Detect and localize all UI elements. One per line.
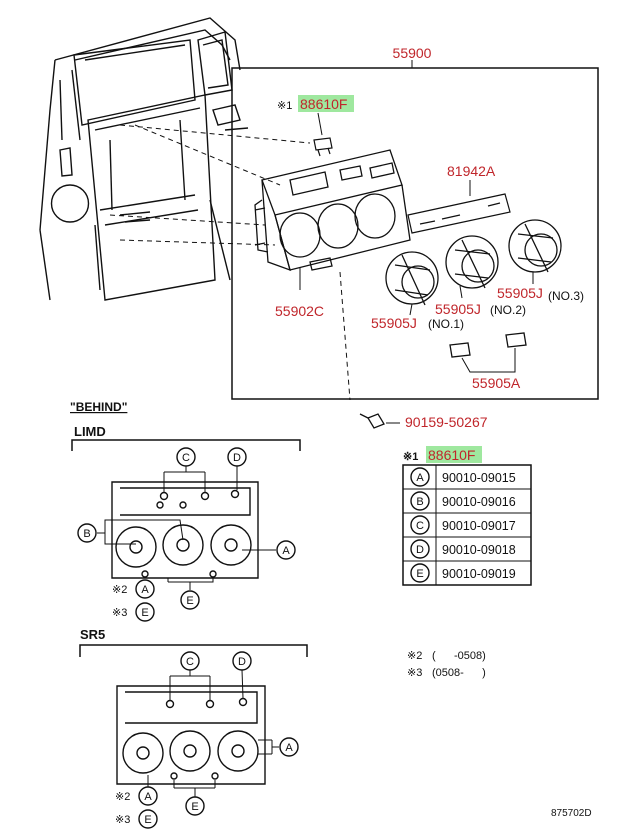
limd-marker-e3-letter: E (141, 607, 148, 619)
knob-no2-illustration (445, 235, 499, 289)
bulb-mark-top: ※1 (277, 100, 292, 112)
legend-text-2: ( -0508) (432, 650, 486, 662)
limd-marker-b: B (77, 523, 97, 543)
sr5-marker-e3: E (138, 809, 158, 829)
sr5-marker-c: C (180, 651, 200, 671)
limd-marker-e-letter: E (186, 595, 193, 607)
sr5-callouts (147, 669, 279, 797)
limd-marker-b-letter: B (83, 528, 90, 540)
sr5-footnote-3: ※3 (115, 814, 130, 826)
sr5-marker-e-letter: E (191, 801, 198, 813)
table-row-0-letter-letter: A (416, 472, 424, 484)
limd-footnote-3: ※3 (112, 607, 127, 619)
sr5-marker-d: D (232, 651, 252, 671)
limd-marker-a: A (276, 540, 296, 560)
knob-no2-part-number[interactable]: 55905J (435, 301, 481, 317)
sr5-marker-a: A (279, 737, 299, 757)
table-row-1-letter-letter: B (416, 496, 423, 508)
sr5-rear-panel (116, 685, 266, 785)
leader-lines-dash (109, 124, 351, 401)
dashboard-illustration (39, 17, 249, 301)
screw-icon (359, 413, 385, 429)
table-row-0-part[interactable]: 90010-09015 (442, 471, 516, 485)
knob-no2-note: (NO.2) (490, 303, 526, 317)
behind-heading: "BEHIND" (70, 400, 127, 414)
table-row-4-letter: E (410, 563, 430, 583)
sr5-marker-e: E (185, 796, 205, 816)
sr5-marker-d-letter: D (238, 656, 246, 668)
legend-mark-2: ※2 (407, 650, 422, 662)
highlight-88610f-top (298, 95, 354, 112)
knob-no1-illustration (385, 251, 439, 306)
sr5-marker-c-letter: C (186, 656, 194, 668)
limd-callouts (97, 466, 276, 590)
sr5-marker-a-letter: A (285, 742, 293, 754)
limd-marker-a-letter: A (282, 545, 290, 557)
limd-marker-c: C (176, 447, 196, 467)
button-knobs-illustration (449, 332, 527, 358)
table-row-1-part[interactable]: 90010-09016 (442, 495, 516, 509)
label-plate-illustration (407, 193, 511, 234)
bulb-table (402, 464, 532, 586)
limd-marker-d-letter: D (233, 452, 241, 464)
assembly-part-number[interactable]: 55900 (393, 45, 432, 61)
limd-rear-panel (111, 481, 259, 579)
sr5-marker-a2: A (138, 786, 158, 806)
knob-no1-note: (NO.1) (428, 317, 464, 331)
sr5-marker-a2-letter: A (144, 791, 152, 803)
table-row-0-letter: A (410, 467, 430, 487)
limd-footnote-2: ※2 (112, 584, 127, 596)
sr5-heading: SR5 (80, 627, 105, 642)
bulb-part-number-top[interactable]: 88610F (300, 96, 347, 112)
table-row-4-letter-letter: E (416, 568, 423, 580)
limd-marker-c-letter: C (182, 452, 190, 464)
table-row-3-part[interactable]: 90010-09018 (442, 543, 516, 557)
table-row-4-part[interactable]: 90010-09019 (442, 567, 516, 581)
bezel-part-number[interactable]: 55902C (275, 303, 324, 319)
limd-heading: LIMD (74, 424, 106, 439)
button-knobs-part-number[interactable]: 55905A (472, 375, 521, 391)
sr5-marker-e3-letter: E (144, 814, 151, 826)
control-panel-illustration (254, 149, 411, 272)
bulb-table-part-number[interactable]: 88610F (428, 447, 475, 463)
limd-marker-d: D (227, 447, 247, 467)
diagram-id: 875702D (551, 808, 592, 819)
table-row-1-letter: B (410, 491, 430, 511)
legend-text-3: (0508- ) (432, 667, 486, 679)
bulb-socket-icon (313, 137, 333, 157)
knob-no1-part-number[interactable]: 55905J (371, 315, 417, 331)
knob-no3-illustration (508, 219, 562, 273)
knob-no3-note: (NO.3) (548, 289, 584, 303)
table-row-3-letter: D (410, 539, 430, 559)
assembly-box (231, 67, 599, 400)
legend: ※2 ( -0508) ※3 (0508- ) (407, 650, 486, 679)
knob-no3-part-number[interactable]: 55905J (497, 285, 543, 301)
table-row-3-letter-letter: D (416, 544, 424, 556)
table-row-2-part[interactable]: 90010-09017 (442, 519, 516, 533)
bulb-table-mark: ※1 (403, 451, 418, 463)
highlight-88610f-table (426, 446, 482, 463)
sr5-footnote-2: ※2 (115, 791, 130, 803)
table-row-2-letter-letter: C (416, 520, 424, 532)
limd-marker-e: E (180, 590, 200, 610)
legend-mark-3: ※3 (407, 667, 422, 679)
limd-marker-e3: E (135, 602, 155, 622)
table-row-2-letter: C (410, 515, 430, 535)
label-plate-part-number[interactable]: 81942A (447, 163, 496, 179)
screw-part-number[interactable]: 90159-50267 (405, 414, 488, 430)
limd-marker-a2-letter: A (141, 584, 149, 596)
limd-marker-a2: A (135, 579, 155, 599)
